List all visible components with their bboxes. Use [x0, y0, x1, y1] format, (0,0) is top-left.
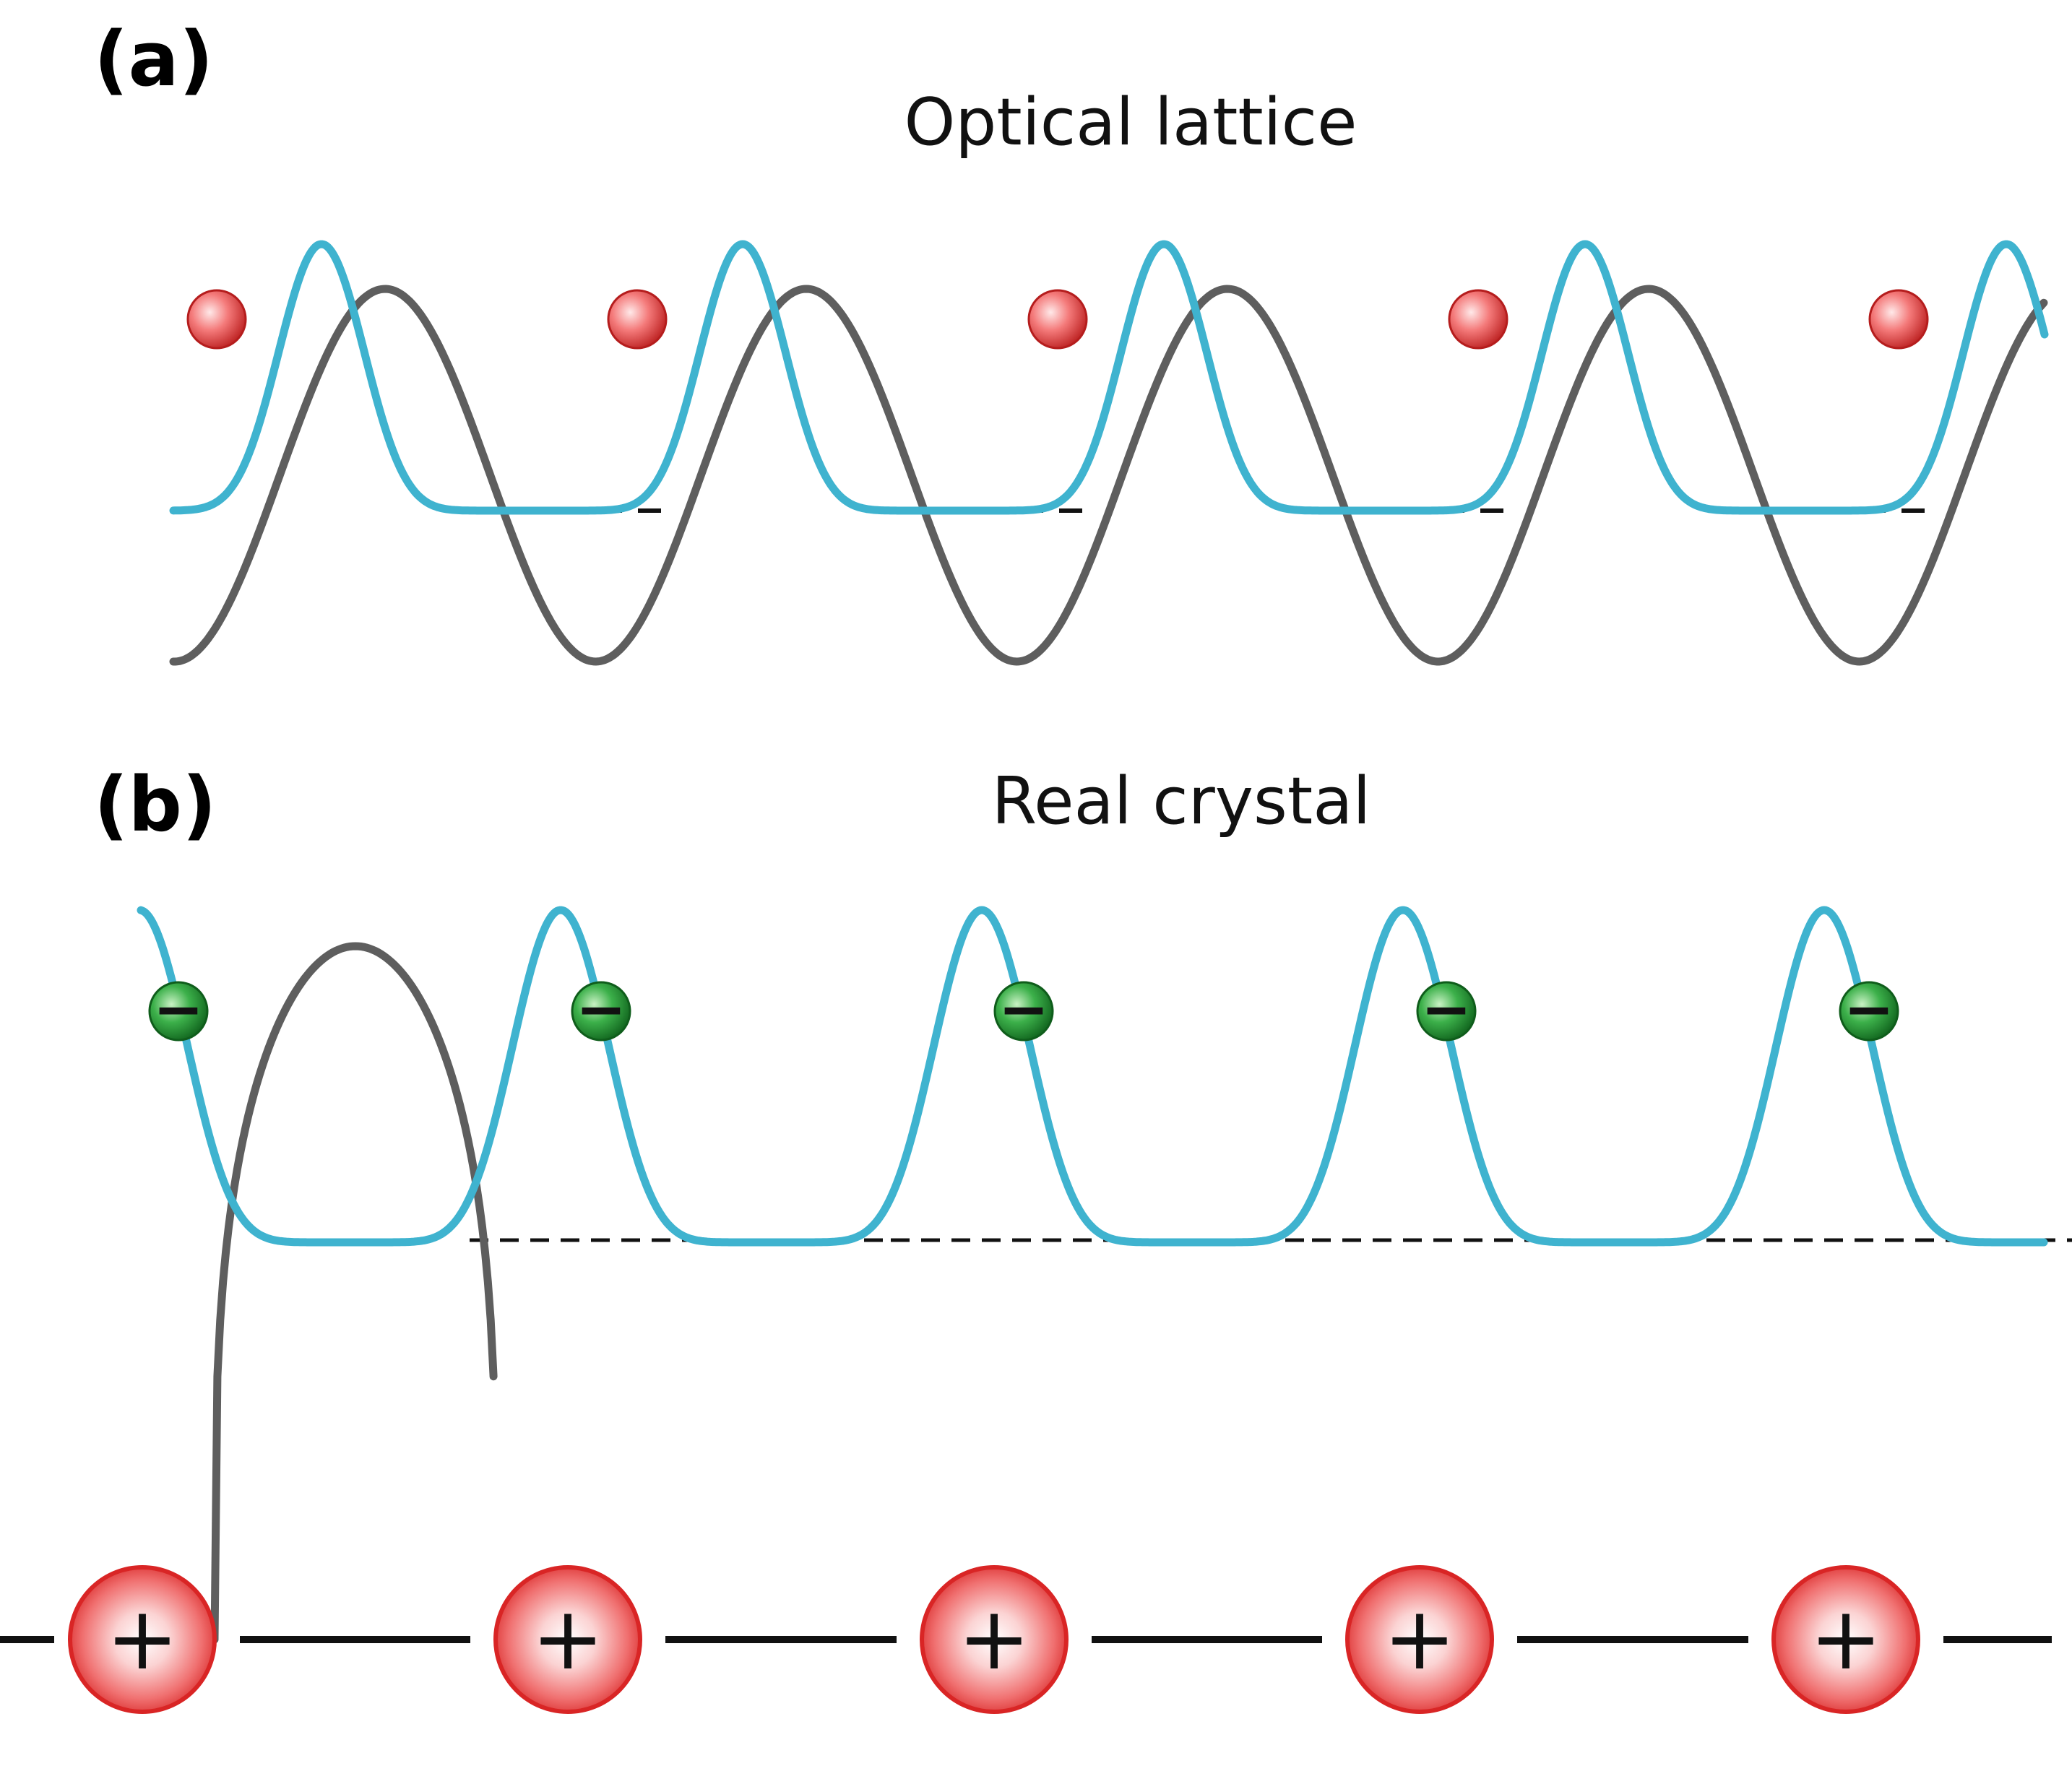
electron-sphere — [571, 981, 631, 1042]
electron: − — [571, 974, 631, 1044]
electron: − — [993, 974, 1054, 1044]
panel-a-wavefunction-curve — [169, 240, 2049, 515]
ion-sphere — [493, 1565, 642, 1714]
ion-plus-sign: + — [958, 1589, 1031, 1689]
electron-minus-sign: − — [576, 974, 626, 1044]
panel-b-wavefunction-curve — [137, 906, 2048, 1247]
electron-sphere — [993, 981, 1054, 1042]
electron-sphere — [1416, 981, 1477, 1042]
electron: − — [148, 974, 209, 1044]
ion-sphere — [1771, 1565, 1920, 1714]
electron-minus-sign: − — [998, 974, 1049, 1044]
ion-plus-sign: + — [1384, 1589, 1456, 1689]
panel-a-label: (a) — [94, 15, 213, 103]
panel-a-title: Optical lattice — [904, 85, 1357, 160]
electron: − — [1839, 974, 1899, 1044]
ion-sphere — [920, 1565, 1069, 1714]
electron-minus-sign: − — [153, 974, 204, 1044]
electron-minus-sign: − — [1421, 974, 1472, 1044]
ion-plus-sign: + — [1810, 1589, 1883, 1689]
ion-sphere — [1345, 1565, 1494, 1714]
panel-a-lattice-potential-curve — [169, 285, 2048, 666]
ion-plus-sign: + — [532, 1589, 605, 1689]
panel-real-crystal: (b) Real crystal − − − − − + + + + + — [0, 761, 2072, 1714]
panel-b-label: (b) — [94, 761, 217, 849]
panel-b-electrons: −−−−− — [148, 974, 1899, 1044]
ion: + — [68, 1565, 217, 1714]
atom-sphere — [607, 289, 668, 350]
ion: + — [1345, 1565, 1494, 1714]
panel-b-title: Real crystal — [992, 763, 1371, 839]
panel-b-coulomb-potential-curve — [210, 942, 498, 1644]
electron-sphere — [1839, 981, 1899, 1042]
atom-sphere — [186, 289, 247, 350]
ion: + — [920, 1565, 1069, 1714]
panel-a-atoms — [186, 289, 1929, 350]
ion-plus-sign: + — [106, 1589, 179, 1689]
electron-sphere — [148, 981, 209, 1042]
electron-minus-sign: − — [1844, 974, 1894, 1044]
ion: + — [493, 1565, 642, 1714]
electron: − — [1416, 974, 1477, 1044]
atom-sphere — [1448, 289, 1508, 350]
ion: + — [1771, 1565, 1920, 1714]
atom-sphere — [1027, 289, 1088, 350]
ion-sphere — [68, 1565, 217, 1714]
panel-b-ions: + + + + + — [68, 1565, 1920, 1714]
panel-optical-lattice: (a) Optical lattice — [94, 15, 2049, 666]
atom-sphere — [1868, 289, 1929, 350]
